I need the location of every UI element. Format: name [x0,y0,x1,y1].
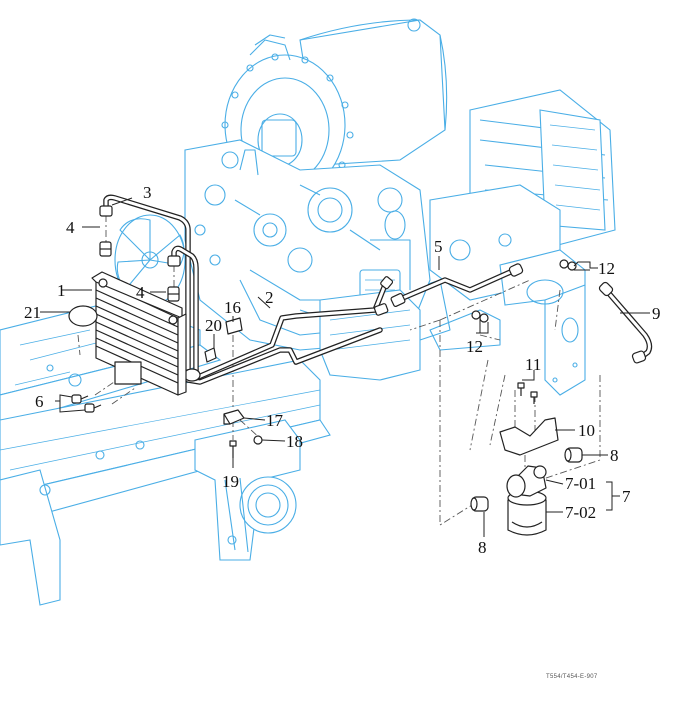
callout-1[interactable]: 1 [57,281,66,300]
bolt-6a[interactable] [71,394,89,404]
callout-18[interactable]: 18 [286,432,303,451]
callout-7[interactable]: 7 [622,487,631,506]
oil-cooler[interactable] [91,271,187,396]
callout-17[interactable]: 17 [266,411,284,430]
callout-11[interactable]: 11 [525,355,541,374]
parts [68,194,653,536]
transmission-housing [409,89,616,351]
leader-lines [40,197,650,537]
adapter-8a[interactable] [564,447,583,463]
connector-4b[interactable] [167,286,180,302]
connector-4a[interactable] [99,241,112,257]
clamp-16[interactable] [225,317,243,335]
drawing-code: T554/T454-E-907 [546,674,598,680]
callout-2[interactable]: 2 [265,288,274,307]
bolt-11a[interactable] [517,382,525,396]
callout-7-02[interactable]: 7-02 [565,503,596,522]
callout-8b[interactable]: 8 [478,538,487,557]
callout-20[interactable]: 20 [205,316,222,335]
clamp-20[interactable] [204,347,217,363]
callout-21[interactable]: 21 [24,303,41,322]
callout-12a[interactable]: 12 [598,259,615,278]
bolt-6b[interactable] [84,403,102,413]
callout-6[interactable]: 6 [35,392,44,411]
front-axle-support [194,419,301,561]
bolt-18[interactable] [253,435,263,445]
bolt-11b[interactable] [530,391,538,404]
callout-4a[interactable]: 4 [66,218,75,237]
callout-9[interactable]: 9 [652,304,661,323]
assembly-lines [77,215,601,526]
bolt-19[interactable] [229,440,237,458]
mounting-bracket [499,249,586,396]
callout-7-01[interactable]: 7-01 [565,474,596,493]
adapter-8b[interactable] [470,496,489,512]
callout-4b[interactable]: 4 [136,283,145,302]
bolt-12b[interactable] [471,310,489,323]
callout-8a[interactable]: 8 [610,446,619,465]
pipe-9[interactable] [598,281,653,364]
machine-outline [0,18,616,606]
callout-16[interactable]: 16 [224,298,241,317]
callout-5[interactable]: 5 [434,237,443,256]
cooler-fins [95,289,179,384]
callout-3[interactable]: 3 [143,183,152,202]
callout-labels: 3 4 1 4 21 2 16 20 5 6 17 18 19 12 12 11… [24,183,661,557]
bolt-12a[interactable] [559,259,577,271]
seal-21[interactable] [68,305,98,327]
bracket-10[interactable] [499,417,559,456]
callout-19[interactable]: 19 [222,472,239,491]
oil-filter[interactable] [506,465,547,536]
callout-12b[interactable]: 12 [466,337,483,356]
callout-10[interactable]: 10 [578,421,595,440]
pipe-3[interactable] [99,194,199,375]
pipe-5[interactable] [390,263,524,308]
pipe-2[interactable] [183,276,394,385]
